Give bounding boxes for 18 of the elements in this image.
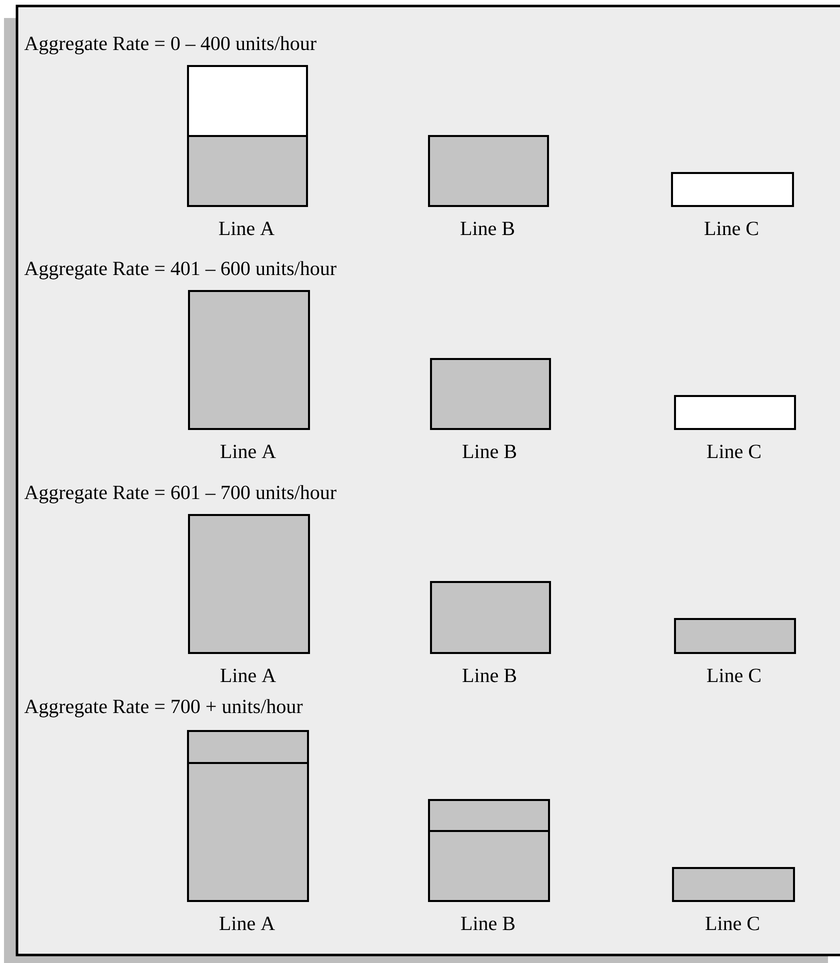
bar-label: Line A xyxy=(219,222,274,236)
section-title: Aggregate Rate = 401 – 600 units/hour xyxy=(24,261,336,280)
bar-label: Line B xyxy=(460,222,514,236)
bar-label: Line C xyxy=(707,444,760,458)
bar-label: Line A xyxy=(220,916,275,930)
bar-label: Line C xyxy=(704,222,758,236)
bar xyxy=(187,730,309,764)
bar-label: Line C xyxy=(707,668,760,682)
bar-label: Line B xyxy=(462,668,516,682)
bar-label: Line C xyxy=(706,916,759,930)
bar-label: Line A xyxy=(220,668,276,682)
section-title: Aggregate Rate = 700 + units/hour xyxy=(24,699,303,718)
bar-label: Line A xyxy=(220,444,276,458)
section-title: Aggregate Rate = 601 – 700 units/hour xyxy=(24,485,336,504)
bar-label: Line B xyxy=(461,916,515,930)
bar xyxy=(428,799,550,832)
bar-label: Line B xyxy=(462,444,516,458)
bar xyxy=(187,65,308,137)
